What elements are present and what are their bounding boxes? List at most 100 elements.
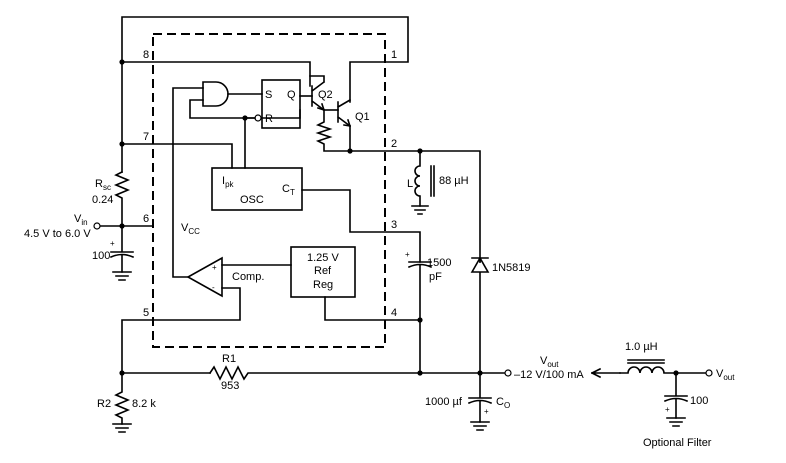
junction-pin4 [417,317,423,323]
flipflop-s-label: S [265,89,272,101]
inductor-ground [411,205,429,215]
pin-8-label: 8 [143,49,149,61]
filter-caption: Optional Filter [643,437,712,449]
sr-flipflop [261,79,301,129]
filter-ground [666,417,686,427]
r2-resistor [113,372,131,425]
comparator [186,256,223,298]
co-capacitor [467,372,493,423]
comp-minus: - [212,283,215,292]
vout-filter-label: Vout [716,368,735,382]
q1-label: Q1 [355,111,370,123]
filter-inductor-value: 1.0 µH [625,341,658,353]
co-value: 1000 µf [425,396,463,408]
reset-bubble [254,114,262,122]
wire-pin8 [121,61,311,87]
wire-reset [244,117,256,169]
junction-pin3-cap [417,370,423,376]
wire-pin1 [349,61,386,103]
q2-label: Q2 [318,89,333,101]
wire-ref-pin4 [324,296,421,321]
ct-cap-value2: pF [429,271,442,283]
pin-7-label: 7 [143,131,149,143]
junction-pin6 [119,223,125,229]
cin-ground [112,271,132,281]
cin-plus: + [110,239,115,248]
diode-1n5819 [470,256,490,374]
vout-terminal-main [504,369,512,377]
and-gate [202,81,229,107]
ipk-label: Ipk [222,175,235,189]
pin-6-label: 6 [143,213,149,225]
ref-line2: Ref [314,265,332,277]
q1-emitter-arrow [343,118,352,128]
wire-and-in-top [172,87,204,278]
junction-q1-emitter [347,148,353,154]
vout-main-label: Vout [540,355,559,369]
ct-cap-plus: + [405,250,410,259]
q1-transistor [336,98,352,128]
vout-main-spec: –12 V/100 mA [514,369,584,381]
wire-comp-minus [121,287,241,374]
junction-inductor [417,148,423,154]
cin-capacitor [109,225,135,273]
wire-pin2 [349,150,481,263]
vout-terminal-filter [705,369,713,377]
inductor-name: L [407,178,413,190]
wire-pin7 [121,143,233,169]
vin-terminal [93,222,101,230]
inductor-value: 88 µH [439,175,469,187]
osc-label: OSC [240,194,264,206]
r1-resistor [208,365,506,381]
cin-value: 100 [92,250,110,262]
diode-label: 1N5819 [492,262,531,274]
flipflop-q-label: Q [287,89,296,101]
ref-line1: 1.25 V [307,252,339,264]
junction-pin7 [119,141,125,147]
arrow-to-filter [590,367,621,379]
junction-filter [673,370,679,376]
co-name: CO [496,396,510,410]
junction-reset [242,115,248,121]
ct-cap-value1: 1500 [427,257,451,269]
vin-label: Vin [74,213,88,227]
wire-and-in-bottom [189,99,301,119]
rsc-value: 0.24 [92,194,113,206]
r1-name: R1 [222,353,236,365]
inductor-l [414,150,435,207]
rsc-label: Rsc [95,178,111,192]
r1-value: 953 [221,380,239,392]
filter-capacitor [663,372,689,419]
filter-inductor [619,359,707,374]
comp-label: Comp. [232,271,264,283]
q2-transistor [309,75,326,112]
pin-2-label: 2 [391,138,397,150]
osc-block [211,167,303,211]
filter-cap-plus: + [665,405,670,414]
filter-cap-value: 100 [690,395,708,407]
pin-3-label: 3 [391,219,397,231]
co-plus: + [484,407,489,416]
wire-top-loop [121,16,409,63]
pin-4-label: 4 [391,307,397,319]
pin-5-label: 5 [143,307,149,319]
co-ground [470,421,490,431]
r2-ground [112,423,132,433]
vin-range: 4.5 V to 6.0 V [24,228,91,240]
junction-diode-out [477,370,483,376]
ref-line3: Reg [313,279,333,291]
ic-boundary [152,33,386,348]
wire-ct [301,189,421,263]
rsc-resistor [113,170,131,227]
r2-value: 8.2 k [132,398,156,410]
junction-r1-r2 [119,370,125,376]
q-resistor [315,109,351,152]
vcc-label: VCC [181,222,200,236]
junction-pin8 [119,59,125,65]
pin-1-label: 1 [391,49,397,61]
ct-label: CT [282,183,295,197]
comp-plus: + [212,263,217,272]
r2-name: R2 [97,398,111,410]
